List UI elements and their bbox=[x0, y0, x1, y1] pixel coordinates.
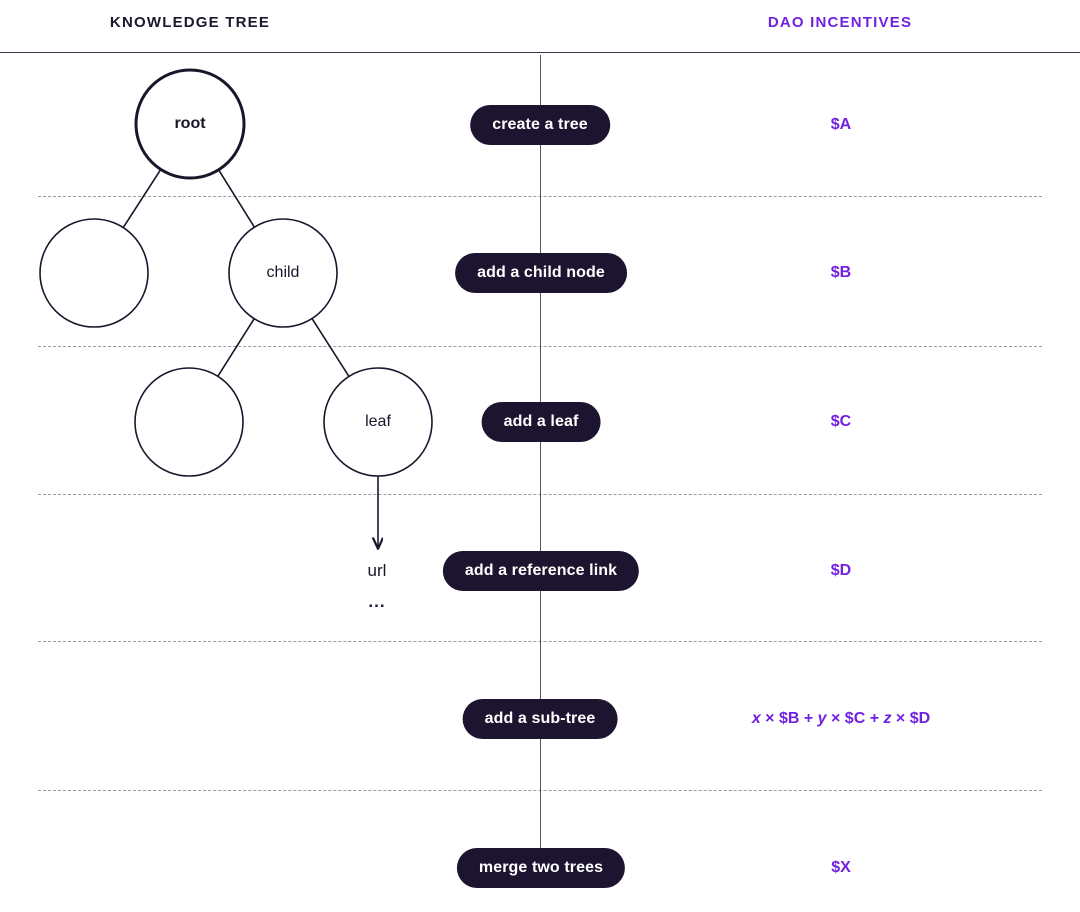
incentive-value-add-a-sub-tree: x × $B + y × $C + z × $D bbox=[752, 710, 930, 728]
knowledge-tree-graphic bbox=[39, 68, 433, 912]
formula-token: z bbox=[883, 710, 892, 727]
reference-url-label: url bbox=[367, 561, 387, 580]
formula-token: + bbox=[799, 710, 818, 727]
formula-token: $B bbox=[778, 710, 800, 727]
reference-ellipsis: ... bbox=[368, 592, 386, 611]
incentive-value-merge-two-trees: $X bbox=[831, 859, 851, 876]
tree-node-label-child: child bbox=[266, 264, 300, 281]
column-header-dao-incentives: DAO INCENTIVES bbox=[767, 14, 913, 31]
incentive-value-create-a-tree: $A bbox=[830, 116, 852, 133]
tree-edges bbox=[122, 168, 350, 377]
tree-edge bbox=[122, 168, 162, 229]
formula-token: x bbox=[751, 710, 761, 727]
tree-node-circle-n-l2[interactable] bbox=[134, 367, 244, 477]
incentive-value-add-a-reference-link: $D bbox=[830, 562, 852, 579]
header-rule bbox=[0, 52, 1080, 53]
action-pill-add-a-sub-tree[interactable]: add a sub-tree bbox=[462, 699, 618, 739]
tree-edge bbox=[217, 318, 255, 377]
formula-token: y bbox=[817, 710, 827, 727]
tree-edge bbox=[311, 318, 350, 377]
action-pill-add-a-reference-link[interactable]: add a reference link bbox=[442, 551, 640, 591]
incentive-value-add-a-leaf: $C bbox=[830, 413, 852, 430]
center-axis-line bbox=[540, 55, 541, 848]
formula-token: + bbox=[865, 710, 884, 727]
formula-token: × bbox=[826, 710, 845, 727]
column-header-knowledge-tree: KNOWLEDGE TREE bbox=[109, 14, 271, 31]
formula-token: $C bbox=[844, 710, 866, 727]
tree-node-label-leaf: leaf bbox=[365, 413, 391, 430]
action-pill-merge-two-trees[interactable]: merge two trees bbox=[456, 848, 626, 888]
tree-node-circle-root[interactable] bbox=[134, 68, 246, 180]
formula-token: $D bbox=[909, 710, 931, 727]
action-pill-create-a-tree[interactable]: create a tree bbox=[470, 105, 610, 145]
formula-token: × bbox=[760, 710, 779, 727]
tree-node-circle-child[interactable] bbox=[228, 218, 338, 328]
incentive-value-add-a-child-node: $B bbox=[830, 264, 852, 281]
action-pill-add-a-child-node[interactable]: add a child node bbox=[455, 253, 627, 293]
formula-token: × bbox=[891, 710, 910, 727]
tree-node-circle-n-l1[interactable] bbox=[39, 218, 149, 328]
action-pill-add-a-leaf[interactable]: add a leaf bbox=[481, 402, 601, 442]
tree-edge bbox=[217, 169, 256, 228]
tree-node-label-root: root bbox=[174, 115, 206, 132]
